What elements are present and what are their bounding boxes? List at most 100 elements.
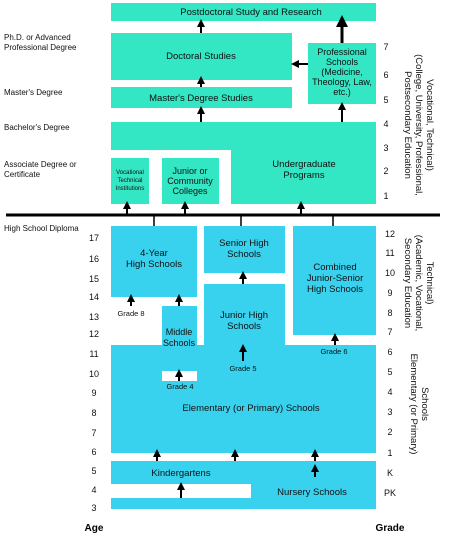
- postdoctoral-label: Postdoctoral Study and Research: [180, 7, 322, 18]
- age-tick: 8: [91, 408, 96, 418]
- junior-hs-line-1: Junior High: [220, 310, 268, 321]
- grade-tick: 12: [385, 229, 395, 239]
- kindergartens-label: Kindergartens: [151, 468, 210, 479]
- vocational-line-3: Institutions: [116, 186, 145, 192]
- grade-tick: K: [387, 468, 393, 478]
- postsecondary-side-line-1: Postsecondary Education: [402, 71, 413, 179]
- grade-tick: 6: [383, 70, 388, 80]
- masters-label: Master's Degree: [4, 88, 63, 97]
- phd-label-line-1: Ph.D. or Advanced: [4, 33, 71, 42]
- age-tick: 7: [91, 428, 96, 438]
- grade-tick: 3: [387, 407, 392, 417]
- age-tick: 9: [91, 388, 96, 398]
- secondary-side-line-3: Technical): [424, 262, 435, 305]
- age-tick: 3: [91, 503, 96, 513]
- undergrad-line-1: Undergraduate: [272, 159, 335, 170]
- divider-ticks: [153, 215, 334, 226]
- junior-college-line-1: Junior or: [172, 166, 207, 176]
- grade8-note: Grade 8: [117, 309, 144, 318]
- grade-tick: 7: [383, 42, 388, 52]
- vocational-line-2: Technical: [117, 178, 142, 184]
- age-tick: 13: [89, 312, 99, 322]
- grade-tick: 5: [383, 95, 388, 105]
- grade-tick: 9: [387, 288, 392, 298]
- age-tick: 10: [89, 369, 99, 379]
- kindergarten-left: [111, 461, 251, 484]
- elementary-upper-right: [204, 345, 376, 381]
- bachelors-label: Bachelor's Degree: [4, 123, 70, 132]
- grade4-note: Grade 4: [166, 382, 193, 391]
- grade-tick: 6: [387, 347, 392, 357]
- grade-post-ticks: 7 6 5 4 3 2 1: [383, 42, 388, 201]
- associate-label-line-1: Associate Degree or: [4, 160, 77, 169]
- undergrad-gaps: [111, 150, 231, 204]
- professional-line-1: Professional: [317, 47, 367, 57]
- age-tick: 14: [89, 292, 99, 302]
- age-tick: 11: [89, 349, 98, 359]
- arrows: [123, 14, 348, 498]
- middle-line-2: Schools: [163, 338, 196, 348]
- junior-college-line-3: Colleges: [172, 186, 208, 196]
- combined-hs-box: [293, 226, 376, 335]
- nursery-label: Nursery Schools: [277, 487, 347, 498]
- grade-tick: 8: [387, 308, 392, 318]
- postdoctoral-box: [111, 3, 376, 21]
- elementary-lower: [111, 381, 376, 453]
- secondary-side-line-2: (Academic, Vocational,: [413, 235, 424, 332]
- grade-tick: PK: [384, 488, 396, 498]
- professional-line-2: Schools: [326, 57, 359, 67]
- junior-hs-box: [204, 284, 285, 346]
- grade-tick: 11: [385, 248, 394, 258]
- doctoral-box: [111, 33, 292, 80]
- age-tick: 16: [89, 254, 99, 264]
- age-tick: 6: [91, 447, 96, 457]
- masters-studies-box: [111, 87, 292, 108]
- grade6-note: Grade 6: [320, 347, 347, 356]
- combined-line-3: High Schools: [307, 284, 363, 295]
- nursery-bottom-band: [111, 498, 376, 509]
- four-year-line-1: 4-Year: [140, 248, 168, 259]
- professional-line-4: Theology, Law,: [312, 77, 372, 87]
- professional-schools-box: [308, 43, 376, 104]
- professional-line-3: (Medicine,: [321, 67, 363, 77]
- grade-tick: 1: [387, 448, 392, 458]
- elementary-label: Elementary (or Primary) Schools: [182, 403, 320, 414]
- grade-tick: 3: [383, 143, 388, 153]
- grade-tick: 10: [385, 268, 395, 278]
- masters-studies-label: Master's Degree Studies: [149, 93, 253, 104]
- professional-line-5: etc.): [333, 87, 351, 97]
- grade-sec-ticks: 12 11 10 9 8 7 6 5 4 3 2 1 K PK: [384, 229, 396, 498]
- grade-tick: 7: [387, 327, 392, 337]
- phd-label-line-2: Professional Degree: [4, 43, 77, 52]
- vocational-box: [111, 160, 149, 204]
- age-tick: 15: [89, 274, 99, 284]
- grade-axis-title: Grade: [376, 523, 405, 534]
- vocational-line-1: Vocational: [116, 170, 144, 176]
- associate-label-line-2: Certificate: [4, 170, 41, 179]
- age-tick: 4: [91, 485, 96, 495]
- age-ticks: 17 16 15 14 13 12 11 10 9 8 7 6 5 4 3: [89, 233, 99, 513]
- high-school-label: High School Diploma: [4, 224, 79, 233]
- grade-tick: 4: [383, 119, 388, 129]
- junior-college-box: [162, 160, 219, 204]
- junior-hs-line-2: Schools: [227, 321, 261, 332]
- grade-tick: 2: [387, 427, 392, 437]
- grade-tick: 1: [383, 191, 388, 201]
- secondary-side-line-1: Secondary Education: [402, 238, 413, 328]
- age-tick: 5: [91, 466, 96, 476]
- junior-college-line-2: Community: [167, 176, 213, 186]
- doctoral-label: Doctoral Studies: [166, 51, 236, 62]
- age-axis-title: Age: [85, 523, 104, 534]
- age-tick: 12: [89, 329, 99, 339]
- combined-line-2: Junior-Senior: [307, 273, 364, 284]
- senior-hs-line-2: Schools: [227, 249, 261, 260]
- senior-hs-line-1: Senior High: [219, 238, 269, 249]
- senior-hs-box: [204, 226, 285, 273]
- grade-tick: 4: [387, 387, 392, 397]
- grade-tick: 5: [387, 367, 392, 377]
- postsecondary-side-line-3: Vocational, Technical): [424, 79, 435, 171]
- elementary-side-line-1: Elementary (or Primary): [408, 354, 419, 455]
- four-year-hs-box: [111, 226, 197, 297]
- age-tick: 17: [89, 233, 99, 243]
